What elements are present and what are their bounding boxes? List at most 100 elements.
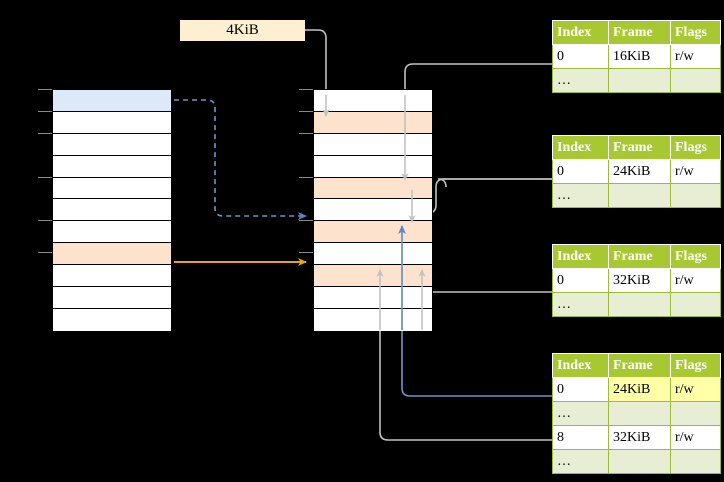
right-memory-row-9[interactable]	[314, 287, 432, 309]
left-tick-3	[38, 177, 52, 178]
right-memory-row-8[interactable]	[314, 265, 432, 288]
page-table-4-header-index: Index	[552, 353, 609, 378]
page-table-2-row-0-frame: 24KiB	[608, 159, 671, 184]
page-table-1-header-index: Index	[552, 20, 609, 45]
page-table-3-header-index: Index	[552, 244, 609, 269]
left-memory-column	[52, 89, 172, 331]
page-table-3: Index Frame Flags 0 32KiB r/w …	[552, 244, 721, 317]
left-tick-5	[38, 252, 52, 253]
page-table-3-row-0-frame: 32KiB	[608, 268, 671, 293]
page-table-3-header-row: Index Frame Flags	[552, 244, 721, 269]
left-memory-row-0[interactable]	[53, 90, 171, 112]
left-memory-row-2[interactable]	[53, 133, 171, 156]
left-memory-row-1[interactable]	[53, 111, 171, 134]
connector-blue-dashed-arrow	[174, 99, 307, 220]
page-table-2-row-1-index: …	[552, 183, 609, 208]
page-table-4-row-0-index: 0	[552, 377, 609, 402]
page-table-4: Index Frame Flags 0 24KiB r/w … 8 32KiB …	[552, 353, 721, 474]
page-table-3-row-0-flags: r/w	[670, 268, 721, 293]
page-table-3-row-1[interactable]: …	[552, 292, 721, 317]
page-table-4-row-2-flags: r/w	[670, 425, 721, 450]
right-memory-row-6[interactable]	[314, 221, 432, 244]
page-table-4-row-0-frame: 24KiB	[608, 377, 671, 402]
right-tick-1	[299, 111, 313, 112]
page-table-1-header-flags: Flags	[670, 20, 721, 45]
right-tick-5	[299, 252, 313, 253]
page-table-3-row-1-index: …	[552, 292, 609, 317]
right-tick-4	[299, 220, 313, 221]
page-table-2-row-0[interactable]: 0 24KiB r/w	[552, 159, 721, 184]
page-table-1-row-1-frame	[608, 68, 671, 93]
left-memory-row-9[interactable]	[53, 287, 171, 309]
page-table-1-header-frame: Frame	[608, 20, 671, 45]
page-table-3-row-1-frame	[608, 292, 671, 317]
right-tick-0	[299, 89, 313, 90]
right-memory-row-1[interactable]	[314, 111, 432, 134]
page-table-1-row-1[interactable]: …	[552, 68, 721, 93]
page-table-2-header-frame: Frame	[608, 135, 671, 160]
page-table-1-header-row: Index Frame Flags	[552, 20, 721, 45]
connector-table2-to-right-row-6	[408, 178, 552, 221]
left-memory-row-5[interactable]	[53, 199, 171, 222]
right-memory-row-10[interactable]	[314, 308, 432, 331]
connector-table3-to-right-row-8	[418, 271, 552, 293]
left-tick-2	[38, 133, 52, 134]
page-table-2-row-0-index: 0	[552, 159, 609, 184]
page-table-3-header-frame: Frame	[608, 244, 671, 269]
page-table-2-header-flags: Flags	[670, 135, 721, 160]
label-4kib[interactable]: 4KiB	[180, 20, 305, 41]
page-table-1-row-0-index: 0	[552, 44, 609, 69]
page-table-4-row-2-index: 8	[552, 425, 609, 450]
page-table-4-row-2-frame: 32KiB	[608, 425, 671, 450]
page-table-4-row-3-frame	[608, 449, 671, 474]
right-tick-2	[299, 133, 313, 134]
page-table-2-row-1[interactable]: …	[552, 183, 721, 208]
left-memory-row-6[interactable]	[53, 221, 171, 244]
left-memory-row-7[interactable]	[53, 243, 171, 266]
right-memory-row-0[interactable]	[314, 90, 432, 112]
page-table-1-row-0-flags: r/w	[670, 44, 721, 69]
page-table-2: Index Frame Flags 0 24KiB r/w …	[552, 135, 721, 208]
left-tick-0	[38, 89, 52, 90]
right-memory-row-7[interactable]	[314, 243, 432, 266]
page-table-1-row-1-flags	[670, 68, 721, 93]
page-table-4-row-3-flags	[670, 449, 721, 474]
page-table-4-row-1-frame	[608, 401, 671, 426]
page-table-4-row-1-index: …	[552, 401, 609, 426]
page-table-2-header-index: Index	[552, 135, 609, 160]
page-table-4-header-frame: Frame	[608, 353, 671, 378]
right-memory-row-5[interactable]	[314, 199, 432, 222]
page-table-4-row-3[interactable]: …	[552, 449, 721, 474]
right-tick-3	[299, 177, 313, 178]
right-memory-column	[313, 89, 433, 331]
left-tick-1	[38, 111, 52, 112]
page-table-2-row-1-flags	[670, 183, 721, 208]
left-memory-row-3[interactable]	[53, 155, 171, 178]
page-table-1-row-0-frame: 16KiB	[608, 44, 671, 69]
right-memory-row-4[interactable]	[314, 177, 432, 200]
page-table-4-row-1[interactable]: …	[552, 401, 721, 426]
page-table-1-row-0[interactable]: 0 16KiB r/w	[552, 44, 721, 69]
page-table-3-row-0-index: 0	[552, 268, 609, 293]
page-table-4-row-2[interactable]: 8 32KiB r/w	[552, 425, 721, 450]
left-memory-row-10[interactable]	[53, 308, 171, 331]
left-tick-4	[38, 220, 52, 221]
page-table-4-row-3-index: …	[552, 449, 609, 474]
left-memory-row-4[interactable]	[53, 177, 171, 200]
page-table-3-header-flags: Flags	[670, 244, 721, 269]
right-memory-row-3[interactable]	[314, 155, 432, 178]
page-table-4-row-0-flags: r/w	[670, 377, 721, 402]
page-table-4-row-0[interactable]: 0 24KiB r/w	[552, 377, 721, 402]
page-table-4-header-row: Index Frame Flags	[552, 353, 721, 378]
page-table-1: Index Frame Flags 0 16KiB r/w …	[552, 20, 721, 93]
page-table-4-header-flags: Flags	[670, 353, 721, 378]
page-table-3-row-0[interactable]: 0 32KiB r/w	[552, 268, 721, 293]
page-table-1-row-1-index: …	[552, 68, 609, 93]
page-table-2-header-row: Index Frame Flags	[552, 135, 721, 160]
left-memory-row-8[interactable]	[53, 265, 171, 288]
page-table-2-row-1-frame	[608, 183, 671, 208]
right-memory-row-2[interactable]	[314, 133, 432, 156]
page-table-4-row-1-flags	[670, 401, 721, 426]
page-table-2-row-0-flags: r/w	[670, 159, 721, 184]
page-table-3-row-1-flags	[670, 292, 721, 317]
